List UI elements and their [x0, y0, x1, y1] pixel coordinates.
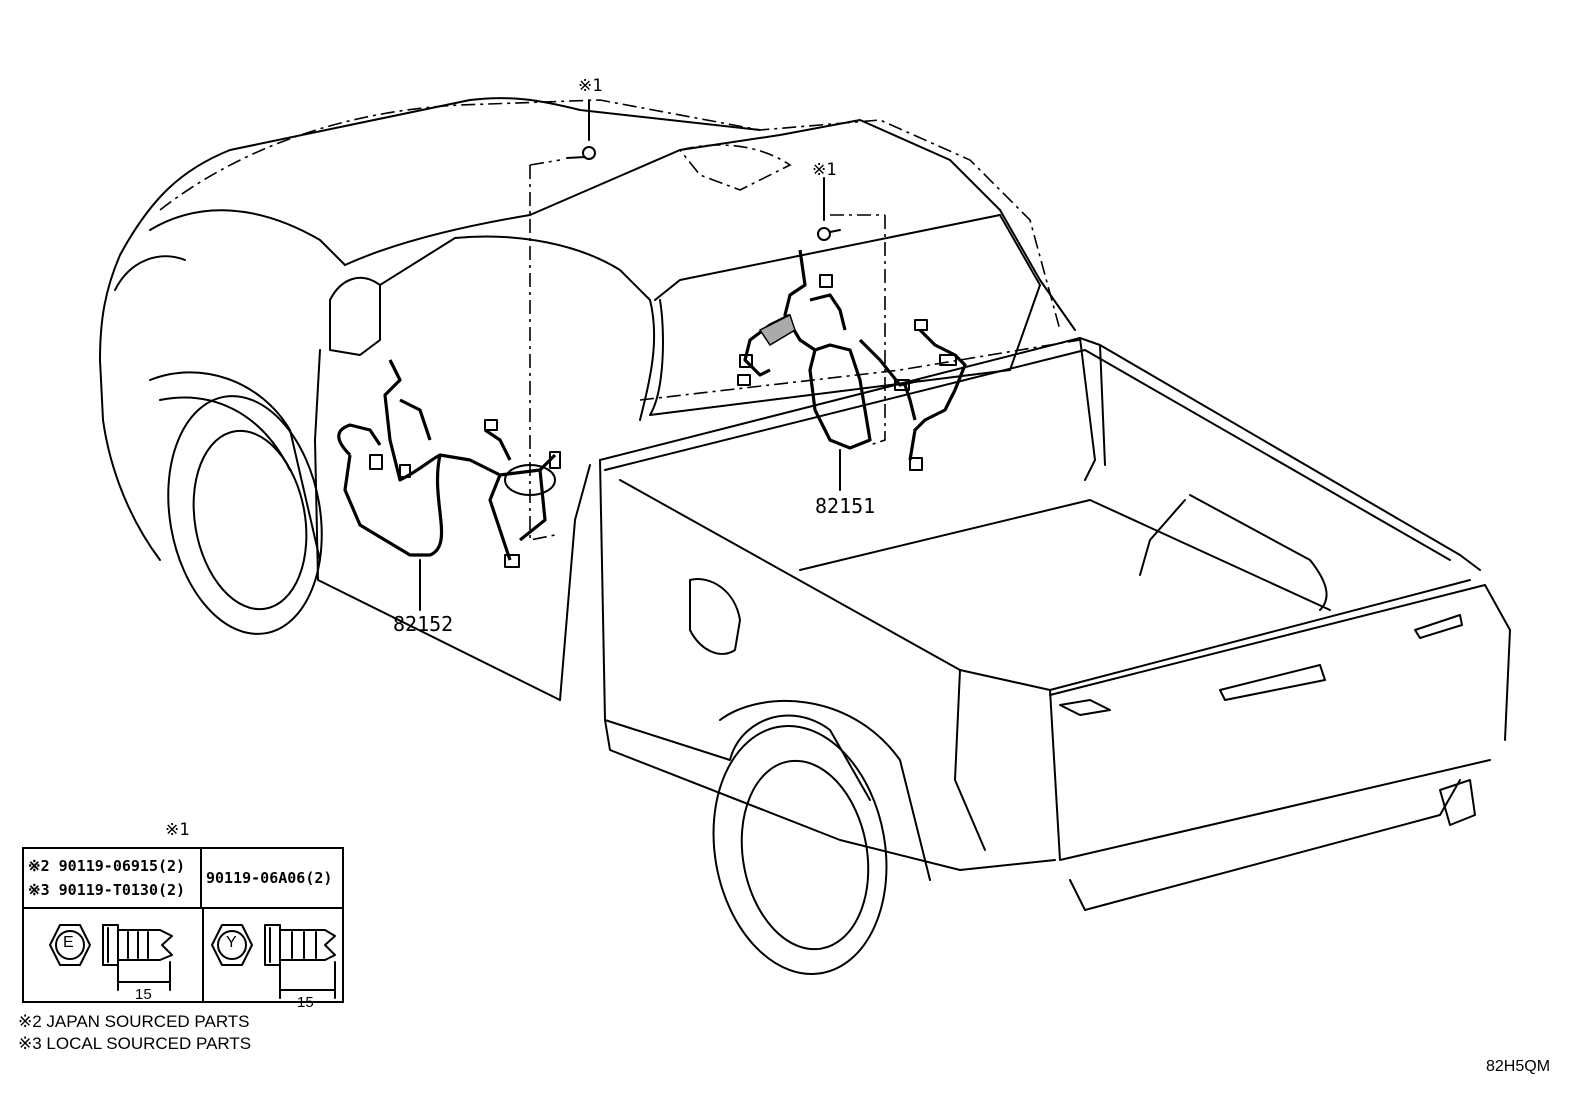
bolt-legend-table: ※2 90119-06915(2) ※3 90119-T0130(2) 9011…	[22, 847, 344, 1003]
note-japan-sourced: ※2 JAPAN SOURCED PARTS	[18, 1012, 250, 1031]
part-number-82152: 82152	[393, 612, 454, 636]
legend-mark: ※1	[165, 820, 190, 840]
bolt-e-letter: E	[63, 934, 74, 951]
cab-body	[99, 97, 1076, 801]
phantom-lines	[159, 99, 1081, 541]
dim-e-length: 15	[135, 986, 152, 1003]
legend-divider	[202, 909, 204, 1001]
figure-code: 82H5QM	[1486, 1058, 1551, 1075]
harness-82151	[737, 249, 967, 491]
truck-bed	[599, 337, 1511, 975]
harness-82152	[337, 359, 561, 611]
dim-y-length: 15	[297, 994, 314, 1011]
legend-part-local: ※3 90119-T0130(2)	[28, 881, 186, 899]
bolt-center	[817, 177, 841, 241]
legend-part-japan: ※2 90119-06915(2)	[28, 857, 186, 875]
legend-cell-japan-local: ※2 90119-06915(2) ※3 90119-T0130(2)	[24, 849, 202, 909]
legend-bolt-y-drawing	[211, 924, 336, 999]
callout-mark-center-bolt: ※1	[812, 160, 837, 180]
callout-mark-top-bolt: ※1	[578, 76, 603, 96]
legend-bolt-e-drawing	[49, 924, 173, 991]
bolt-top	[566, 99, 596, 160]
legend-part-06a06: 90119-06A06(2)	[206, 869, 333, 887]
part-number-82151: 82151	[815, 494, 876, 518]
bolt-y-letter: Y	[226, 934, 237, 951]
legend-cell-06a06: 90119-06A06(2)	[202, 849, 342, 909]
note-local-sourced: ※3 LOCAL SOURCED PARTS	[18, 1034, 252, 1053]
